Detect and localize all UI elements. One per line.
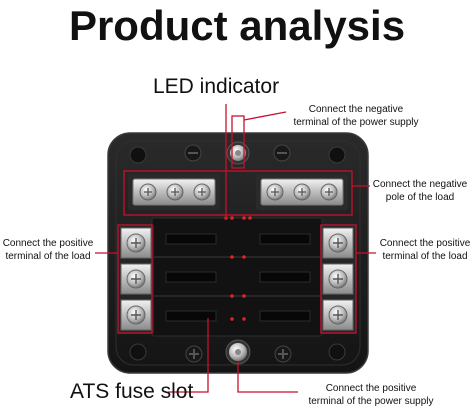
fuse-slot (259, 233, 311, 245)
fuse-slot (259, 310, 311, 322)
positive-terminals-right (320, 224, 356, 334)
minus-sign-icon (184, 144, 291, 162)
fuse-slot (259, 271, 311, 283)
pos-load-left-label-line2: terminal of the load (5, 251, 91, 262)
mounting-holes (129, 146, 346, 361)
neg-supply-line (243, 111, 287, 121)
neg-supply-label-line2: terminal of the power supply (293, 117, 419, 128)
neg-supply-label: Connect the negative terminal of the pow… (286, 103, 426, 129)
neg-supply-label-line1: Connect the negative (308, 104, 404, 115)
neg-load-label: Connect the negative pole of the load (368, 178, 472, 204)
positive-supply-stud (225, 339, 251, 365)
pos-load-right-label-line1: Connect the positive (379, 238, 471, 249)
fuse-slot (165, 310, 217, 322)
pos-right-box (320, 224, 357, 334)
fuse-slots (165, 233, 311, 322)
fuse-slot (165, 233, 217, 245)
pos-load-left-label: Connect the positive terminal of the loa… (0, 237, 96, 263)
ats-callout-line (168, 318, 209, 393)
pos-supply-label-line1: Connect the positive (325, 383, 417, 394)
neg-load-label-line1: Connect the negative (372, 179, 468, 190)
pos-supply-label-line2: terminal of the power supply (308, 396, 434, 407)
led-indicators (224, 216, 252, 321)
led-indicator-label: LED indicator (153, 75, 280, 98)
negative-bus-bar-right (256, 174, 348, 210)
neg-supply-box (231, 115, 245, 169)
pos-supply-line (237, 362, 298, 393)
pos-load-right-label-line2: terminal of the load (382, 251, 468, 262)
pos-left-box (117, 224, 153, 334)
neg-load-label-line2: pole of the load (385, 192, 455, 203)
positive-terminals-left (118, 224, 154, 334)
pos-load-right-label: Connect the positive terminal of the loa… (376, 237, 474, 263)
neg-load-box (123, 170, 353, 216)
negative-bus-bar-left (128, 174, 220, 210)
negative-supply-stud (226, 141, 250, 165)
pos-supply-label: Connect the positive terminal of the pow… (296, 382, 446, 408)
fuse-slot (165, 271, 217, 283)
callout-markings (95, 104, 376, 393)
pos-load-left-label-line1: Connect the positive (2, 238, 94, 249)
ats-fuse-slot-label: ATS fuse slot (70, 380, 194, 403)
page-title: Product analysis (68, 2, 406, 49)
plus-sign-icon (185, 345, 292, 363)
